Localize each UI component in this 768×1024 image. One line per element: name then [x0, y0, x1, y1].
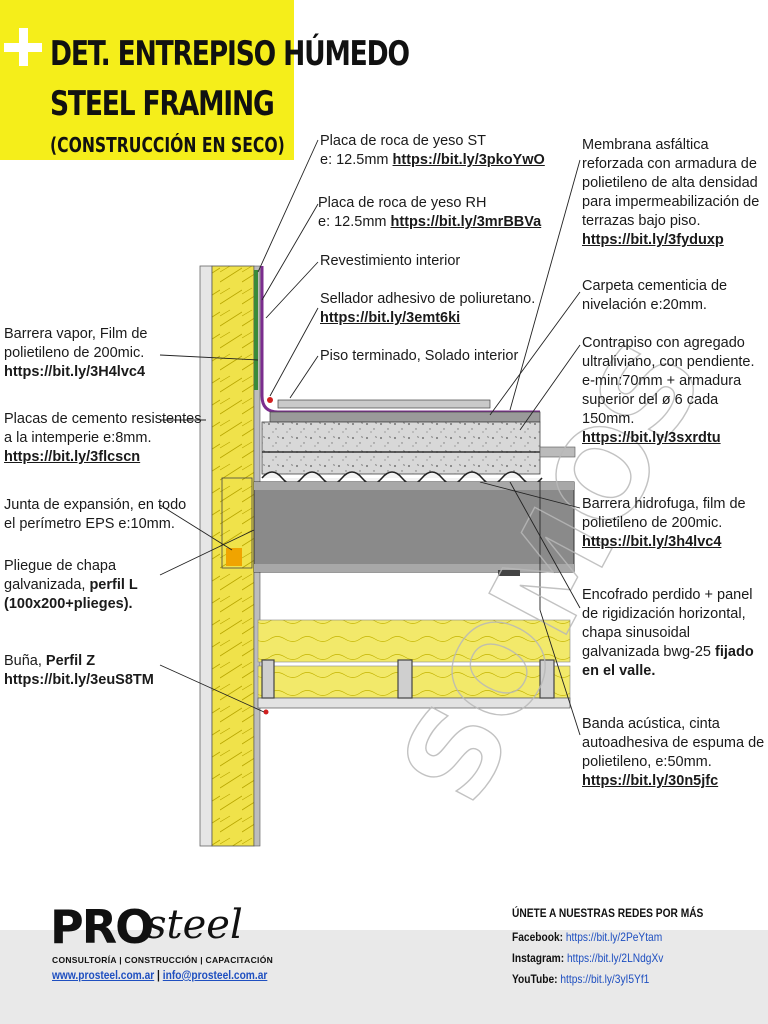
- expansion-joint: [226, 548, 242, 566]
- social-youtube: YouTube: https://bit.ly/3yI5Yf1: [512, 972, 650, 986]
- membrane: [260, 266, 540, 414]
- label-placas-cemento: Placas de cemento resistentes a la intem…: [4, 411, 202, 465]
- prosteel-logo: PRO steel: [50, 900, 243, 954]
- wall-exterior-board: [199, 265, 213, 847]
- page-title-line2: STEEL FRAMING: [50, 84, 275, 124]
- plus-icon: [4, 28, 42, 66]
- ceiling-insulation-lower: [257, 665, 571, 699]
- label-banda-acustica: Banda acústica, cinta autoadhesiva de es…: [582, 716, 765, 789]
- page-title: DET. ENTREPISO HÚMEDO: [50, 34, 410, 74]
- link-placa-rh[interactable]: https://bit.ly/3mrBBVa: [390, 214, 542, 230]
- tagline: CONSULTORÍA | CONSTRUCCIÓN | CAPACITACIÓ…: [52, 955, 274, 965]
- footer-contact: www.prosteel.com.ar | info@prosteel.com.…: [52, 968, 268, 982]
- ceiling-insulation-upper: [257, 619, 571, 663]
- steel-beam: [253, 481, 575, 573]
- social-instagram: Instagram: https://bit.ly/2LNdgXv: [512, 951, 664, 965]
- instagram-link[interactable]: https://bit.ly/2LNdgXv: [564, 951, 664, 965]
- label-piso: Piso terminado, Solado interior: [320, 348, 519, 364]
- footer-band: [0, 930, 768, 1024]
- social-heading: ÚNETE A NUESTRAS REDES POR MÁS: [512, 906, 704, 920]
- link-banda-acustica[interactable]: https://bit.ly/30n5jfc: [582, 773, 719, 789]
- label-sellador: Sellador adhesivo de poliuretano. https:…: [320, 291, 536, 326]
- link-placas-cemento[interactable]: https://bit.ly/3flcscn: [4, 449, 141, 465]
- concrete-slab: [261, 421, 541, 475]
- link-barrera-vapor[interactable]: https://bit.ly/3H4lvc4: [4, 364, 146, 380]
- header-banner: [0, 0, 294, 160]
- label-membrana: Membrana asfáltica reforzada con armadur…: [582, 137, 760, 248]
- label-encofrado: Encofrado perdido + panel de rigidizació…: [582, 587, 754, 679]
- youtube-link[interactable]: https://bit.ly/3yI5Yf1: [557, 972, 650, 986]
- page-subtitle: (CONSTRUCCIÓN EN SECO): [50, 133, 285, 157]
- label-junta-expansion: Junta de expansión, en todo el perímetro…: [4, 497, 187, 532]
- link-contrapiso[interactable]: https://bit.ly/3sxrdtu: [582, 430, 721, 446]
- label-barrera-vapor: Barrera vapor, Film de polietileno de 20…: [4, 326, 148, 380]
- link-membrana[interactable]: https://bit.ly/3fyduxp: [582, 232, 724, 248]
- link-sellador[interactable]: https://bit.ly/3emt6ki: [320, 310, 461, 326]
- website-link[interactable]: www.prosteel.com.ar: [52, 968, 155, 982]
- label-placa-rh: Placa de roca de yeso RH e: 12.5mm https…: [318, 195, 542, 230]
- label-buna: Buña, Perfil Z https://bit.ly/3euS8TM: [4, 653, 154, 688]
- sealant-dot: [267, 397, 273, 403]
- label-revestimiento: Revestimiento interior: [320, 253, 461, 269]
- link-barrera-hidrofuga[interactable]: https://bit.ly/3h4lvc4: [582, 534, 722, 550]
- leveling-screed: [269, 411, 541, 423]
- social-facebook: Facebook: https://bit.ly/2PeYtam: [512, 930, 663, 944]
- floor-finish: [277, 399, 491, 409]
- facebook-link[interactable]: https://bit.ly/2PeYtam: [563, 930, 663, 944]
- label-barrera-hidrofuga: Barrera hidrofuga, film de polietileno d…: [582, 496, 746, 550]
- wall-green-board: [254, 270, 258, 390]
- label-contrapiso: Contrapiso con agregado ultraliviano, co…: [582, 335, 755, 446]
- label-pliegue: Pliegue de chapa galvanizada, perfil L (…: [4, 558, 138, 612]
- link-buna[interactable]: https://bit.ly/3euS8TM: [4, 672, 154, 688]
- label-placa-st: Placa de roca de yeso ST e: 12.5mm https…: [320, 133, 545, 168]
- link-placa-st[interactable]: https://bit.ly/3pkoYwO: [392, 152, 545, 168]
- label-carpeta: Carpeta cementicia de nivelación e:20mm.: [582, 278, 728, 313]
- email-link[interactable]: info@prosteel.com.ar: [162, 968, 268, 982]
